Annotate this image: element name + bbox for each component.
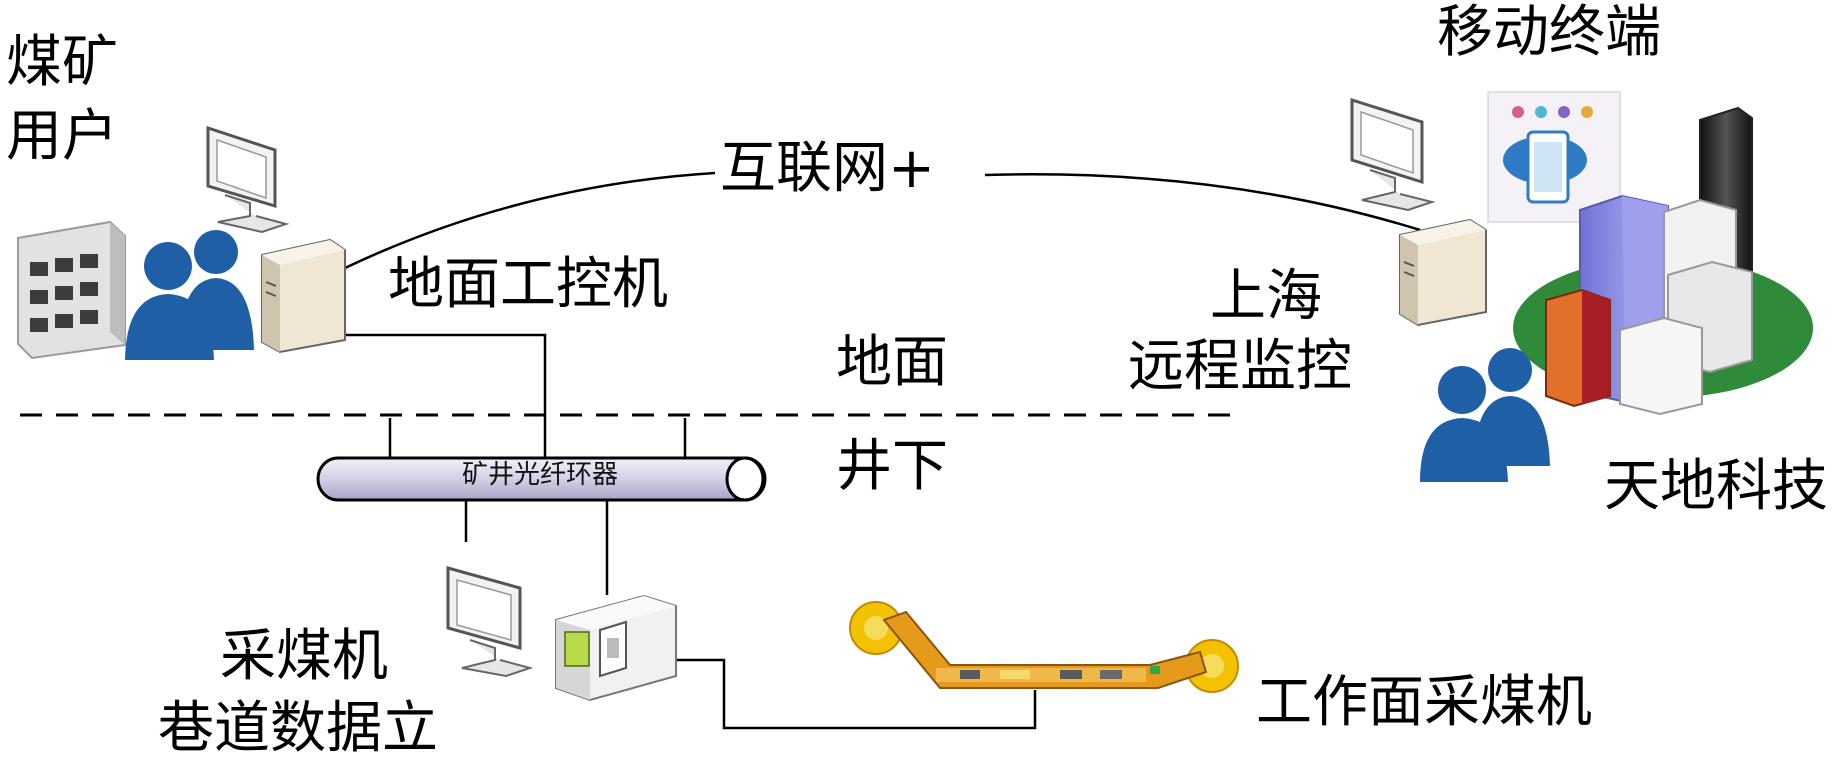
tiandi-tech-label: 天地科技 <box>1604 454 1828 519</box>
underground-zone-label: 井下 <box>836 434 948 499</box>
ipc-to-ring-link <box>338 333 547 465</box>
internet-link-right <box>984 173 1421 232</box>
control-box-icon <box>555 594 677 702</box>
remote-monitoring-label: 远程监控 <box>1128 334 1352 399</box>
city-icon <box>1513 106 1813 416</box>
shearer-icon <box>849 601 1239 693</box>
fiber-ring-cylinder <box>316 456 767 502</box>
roadway-station-label: 巷道数据立 <box>158 696 438 761</box>
building-icon <box>17 220 126 360</box>
shearer-label: 采煤机 <box>220 624 388 689</box>
face-shearer-label: 工作面采煤机 <box>1256 670 1592 735</box>
server-icon <box>1399 218 1487 327</box>
monitor-icon <box>206 125 290 234</box>
internet-link-left <box>344 171 716 270</box>
surface-ipc-label: 地面工控机 <box>388 252 668 317</box>
monitor-icon <box>1350 97 1436 212</box>
mobile-app-icon <box>1487 91 1621 223</box>
connection-lines <box>338 171 1421 730</box>
fiber-ring-label: 矿井光纤环器 <box>461 460 618 490</box>
monitor-icon <box>446 566 534 678</box>
coal-mine-user-label-line1: 煤矿 <box>6 30 118 95</box>
internet-plus-label: 互联网+ <box>720 136 935 201</box>
box-to-shearer-link <box>676 658 1037 730</box>
shanghai-label: 上海 <box>1210 264 1322 329</box>
users-icon <box>125 230 254 360</box>
mobile-terminal-label: 移动终端 <box>1437 0 1661 65</box>
users-icon <box>1420 348 1550 482</box>
server-icon <box>261 238 346 354</box>
surface-zone-label: 地面 <box>836 330 948 395</box>
coal-mine-user-label-line2: 用户 <box>6 104 118 169</box>
